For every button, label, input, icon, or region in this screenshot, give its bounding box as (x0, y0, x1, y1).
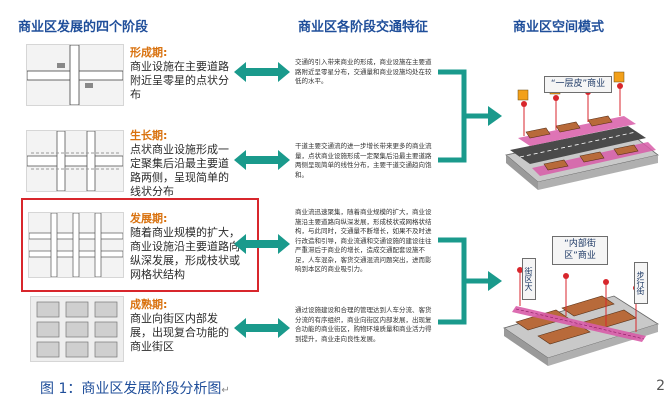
figure-caption: 图 1：商业区发展阶段分析图↵ (40, 378, 230, 398)
stage4-traffic-text: 通过设施建设和合理的管理达到人车分流、客货分流的有序组织，商业向街区内部发展，出… (295, 306, 432, 343)
stage2-double-arrow (234, 150, 290, 170)
stage2-road-diagram (26, 130, 124, 192)
space-header: 商业区空间模式 (513, 20, 605, 35)
block-commerce-label: “内部街区”商业 (552, 236, 608, 265)
stage1-road-diagram (26, 44, 124, 106)
stage3-double-arrow (234, 234, 290, 254)
stage2-traffic-text: 干道主要交通流的进一步增长带来更多的商业流量，点状商业设施形成一定聚集后沿最主要… (295, 142, 432, 179)
stages-header: 商业区发展的四个阶段 (18, 20, 149, 35)
connector-arrows (438, 69, 502, 325)
stage2-description: 点状商业设施形成一定聚集后沿最主要道路两侧，呈现简单的线状分布 (130, 143, 229, 198)
strip-commerce-label: “一层皮”商业 (544, 76, 612, 93)
stage3-description: 随着商业规模的扩大，商业设施沿主要道路向纵深发展，形成枝状或网格状结构 (130, 226, 240, 281)
stage3-road-diagram (28, 212, 124, 278)
street-right-label: 步行街 (634, 262, 648, 304)
stage1-traffic-text: 交通的引入带来商业的形成，商业设施在主要道路附近呈零星分布，交通量和商业设施均处… (295, 58, 432, 85)
stage1-double-arrow (234, 62, 290, 82)
stage1-description: 商业设施在主要道路附近呈零星的点状分布 (130, 60, 229, 101)
paragraph-mark: ↵ (221, 385, 230, 396)
figure-caption-text: 图 1：商业区发展阶段分析图 (40, 381, 222, 397)
traffic-header: 商业区各阶段交通特征 (298, 20, 429, 35)
stage4-title: 成熟期: (130, 298, 168, 311)
street-left-label: 街区大 (522, 258, 536, 300)
stage4-description: 商业向街区内部发展，出现复合功能的商业街区 (130, 312, 229, 353)
stage4-block-diagram (30, 296, 124, 362)
stage3-traffic-text: 商业流迅速聚集，随着商业规模的扩大，商业设施沿主要道路向纵深发展，形成枝状或网格… (295, 208, 432, 273)
stage2-title: 生长期: (130, 129, 168, 142)
stage1-title: 形成期: (130, 46, 168, 59)
stage3-title: 发展期: (130, 212, 168, 225)
stage4-double-arrow (234, 318, 290, 338)
block-commerce-model (496, 236, 662, 370)
page-number: 2 (656, 378, 665, 394)
strip-commerce-model (496, 60, 662, 200)
